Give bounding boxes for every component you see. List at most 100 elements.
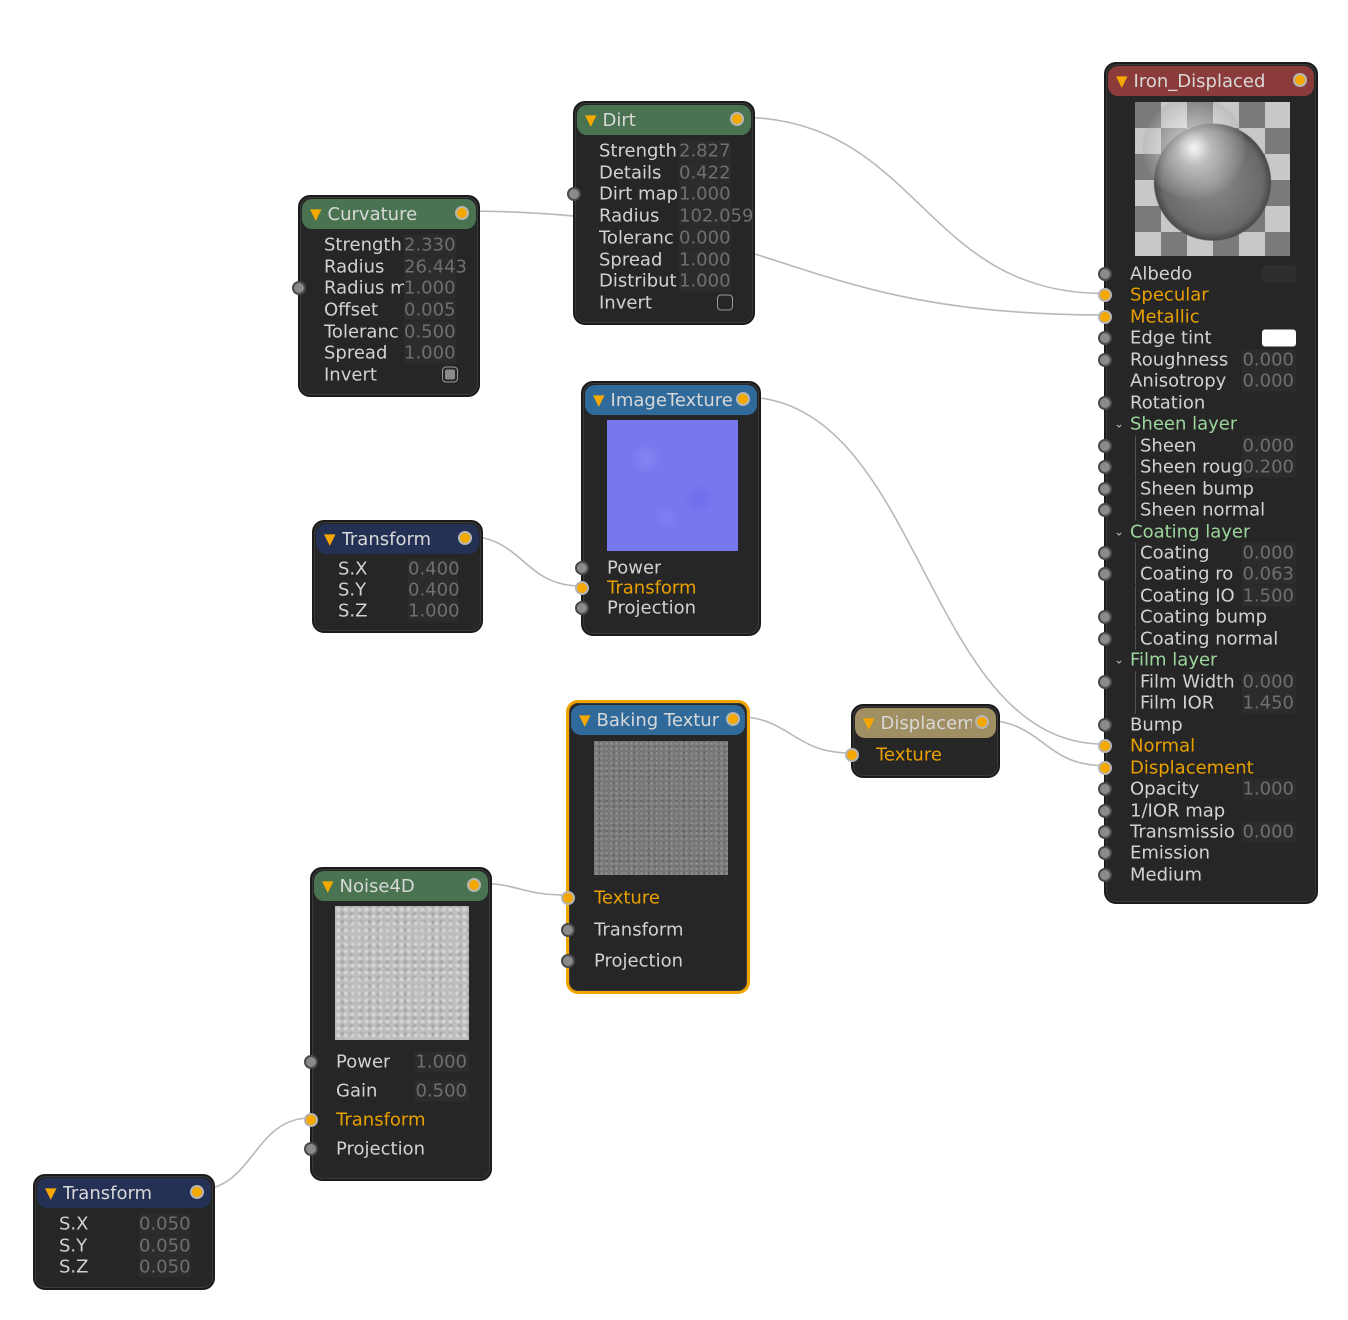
input-socket[interactable]	[1098, 739, 1112, 754]
param-value-field[interactable]: 1.000	[679, 249, 731, 270]
input-socket[interactable]	[304, 1142, 318, 1156]
input-socket[interactable]	[1098, 631, 1112, 646]
param-value-field[interactable]: 0.400	[408, 558, 460, 580]
param-label[interactable]: Sheen layer	[1130, 413, 1238, 435]
input-socket[interactable]	[1098, 503, 1112, 518]
param-value-field[interactable]: 0.050	[139, 1213, 191, 1235]
collapse-triangle-icon[interactable]: ▼	[579, 711, 591, 729]
param-value-field[interactable]: 0.005	[404, 299, 456, 321]
collapse-triangle-icon[interactable]: ▼	[310, 205, 322, 223]
node-header[interactable]: ▼Curvature	[302, 199, 476, 229]
node-header[interactable]: ▼Baking Textur	[571, 705, 745, 735]
color-swatch[interactable]	[1262, 265, 1296, 283]
input-socket[interactable]	[561, 891, 575, 905]
param-value-field[interactable]: 0.000	[1242, 349, 1296, 371]
input-socket[interactable]	[1098, 481, 1112, 496]
input-socket[interactable]	[1098, 824, 1112, 839]
invert-checkbox[interactable]	[442, 366, 458, 383]
input-socket[interactable]	[1098, 460, 1112, 475]
node-header[interactable]: ▼Noise4D	[314, 871, 488, 901]
input-socket[interactable]	[1098, 438, 1112, 453]
chevron-down-icon[interactable]: ⌄	[1114, 524, 1125, 539]
param-value-field[interactable]: 2.330	[404, 234, 456, 256]
output-socket[interactable]	[190, 1185, 204, 1199]
param-value-field[interactable]: 1.000	[404, 277, 456, 299]
param-value-field[interactable]: 0.000	[679, 227, 731, 249]
input-socket[interactable]	[575, 601, 589, 615]
input-socket[interactable]	[575, 581, 589, 595]
output-socket[interactable]	[730, 112, 744, 126]
output-socket[interactable]	[1293, 73, 1307, 87]
input-socket[interactable]	[1098, 610, 1112, 625]
input-socket[interactable]	[1098, 717, 1112, 732]
param-value-field[interactable]: 0.000	[1242, 542, 1296, 564]
param-value-field[interactable]: 0.000	[1242, 821, 1296, 843]
collapse-triangle-icon[interactable]: ▼	[593, 391, 605, 409]
input-socket[interactable]	[1098, 331, 1112, 346]
input-socket[interactable]	[1098, 803, 1112, 818]
wire-displacement-to-iron[interactable]	[981, 719, 1105, 767]
color-swatch[interactable]	[1262, 329, 1296, 347]
input-socket[interactable]	[575, 561, 589, 575]
param-label[interactable]: Film layer	[1130, 649, 1218, 671]
param-value-field[interactable]: 1.500	[1242, 585, 1296, 607]
param-value-field[interactable]: 0.000	[1242, 435, 1296, 457]
param-value-field[interactable]: 0.500	[414, 1080, 469, 1102]
param-value-field[interactable]: 1.000	[1242, 778, 1296, 800]
input-socket[interactable]	[304, 1113, 318, 1127]
input-socket[interactable]	[1098, 309, 1112, 324]
input-socket[interactable]	[1098, 288, 1112, 303]
input-socket[interactable]	[1098, 545, 1112, 560]
param-value-field[interactable]: 1.000	[408, 600, 460, 622]
wire-imagetexture-to-iron[interactable]	[742, 396, 1105, 745]
collapse-triangle-icon[interactable]: ▼	[585, 111, 597, 129]
wire-dirt-to-iron[interactable]	[736, 116, 1105, 295]
collapse-triangle-icon[interactable]: ▼	[1116, 72, 1128, 90]
input-socket[interactable]	[1098, 782, 1112, 797]
param-value-field[interactable]: 26.443	[404, 256, 467, 278]
param-value-field[interactable]: 0.000	[1242, 671, 1296, 693]
param-value-field[interactable]: 0.050	[139, 1256, 191, 1278]
output-socket[interactable]	[455, 206, 469, 220]
input-socket[interactable]	[561, 954, 575, 968]
chevron-down-icon[interactable]: ⌄	[1114, 416, 1125, 431]
node-header[interactable]: ▼ImageTexture	[585, 385, 757, 415]
collapse-triangle-icon[interactable]: ▼	[863, 714, 875, 732]
wire-transform2-to-noise4d[interactable]	[196, 1117, 311, 1191]
param-label[interactable]: Coating layer	[1130, 521, 1251, 543]
param-value-field[interactable]: 1.000	[679, 270, 731, 292]
collapse-triangle-icon[interactable]: ▼	[322, 877, 334, 895]
param-value-field[interactable]: 0.200	[1242, 456, 1296, 478]
chevron-down-icon[interactable]: ⌄	[1114, 652, 1125, 667]
param-value-field[interactable]: 1.450	[1242, 692, 1296, 714]
input-socket[interactable]	[845, 748, 859, 762]
input-socket[interactable]	[1098, 567, 1112, 582]
output-socket[interactable]	[726, 712, 740, 726]
param-value-field[interactable]: 102.059	[679, 205, 754, 227]
input-socket[interactable]	[1098, 395, 1112, 410]
node-header[interactable]: ▼Dirt	[577, 105, 751, 135]
output-socket[interactable]	[736, 392, 750, 406]
collapse-triangle-icon[interactable]: ▼	[45, 1184, 57, 1202]
input-socket[interactable]	[567, 187, 581, 202]
input-socket[interactable]	[1098, 760, 1112, 775]
output-socket[interactable]	[975, 715, 989, 729]
param-value-field[interactable]: 1.000	[404, 342, 456, 364]
input-socket[interactable]	[1098, 846, 1112, 861]
param-value-field[interactable]: 0.063	[1242, 563, 1296, 585]
param-value-field[interactable]: 0.500	[404, 321, 456, 343]
param-value-field[interactable]: 0.400	[408, 579, 460, 601]
wire-curvature-to-iron[interactable]	[461, 210, 1105, 316]
input-socket[interactable]	[1098, 267, 1112, 281]
output-socket[interactable]	[467, 878, 481, 892]
input-socket[interactable]	[1098, 867, 1112, 882]
param-value-field[interactable]: 0.000	[1242, 370, 1296, 392]
